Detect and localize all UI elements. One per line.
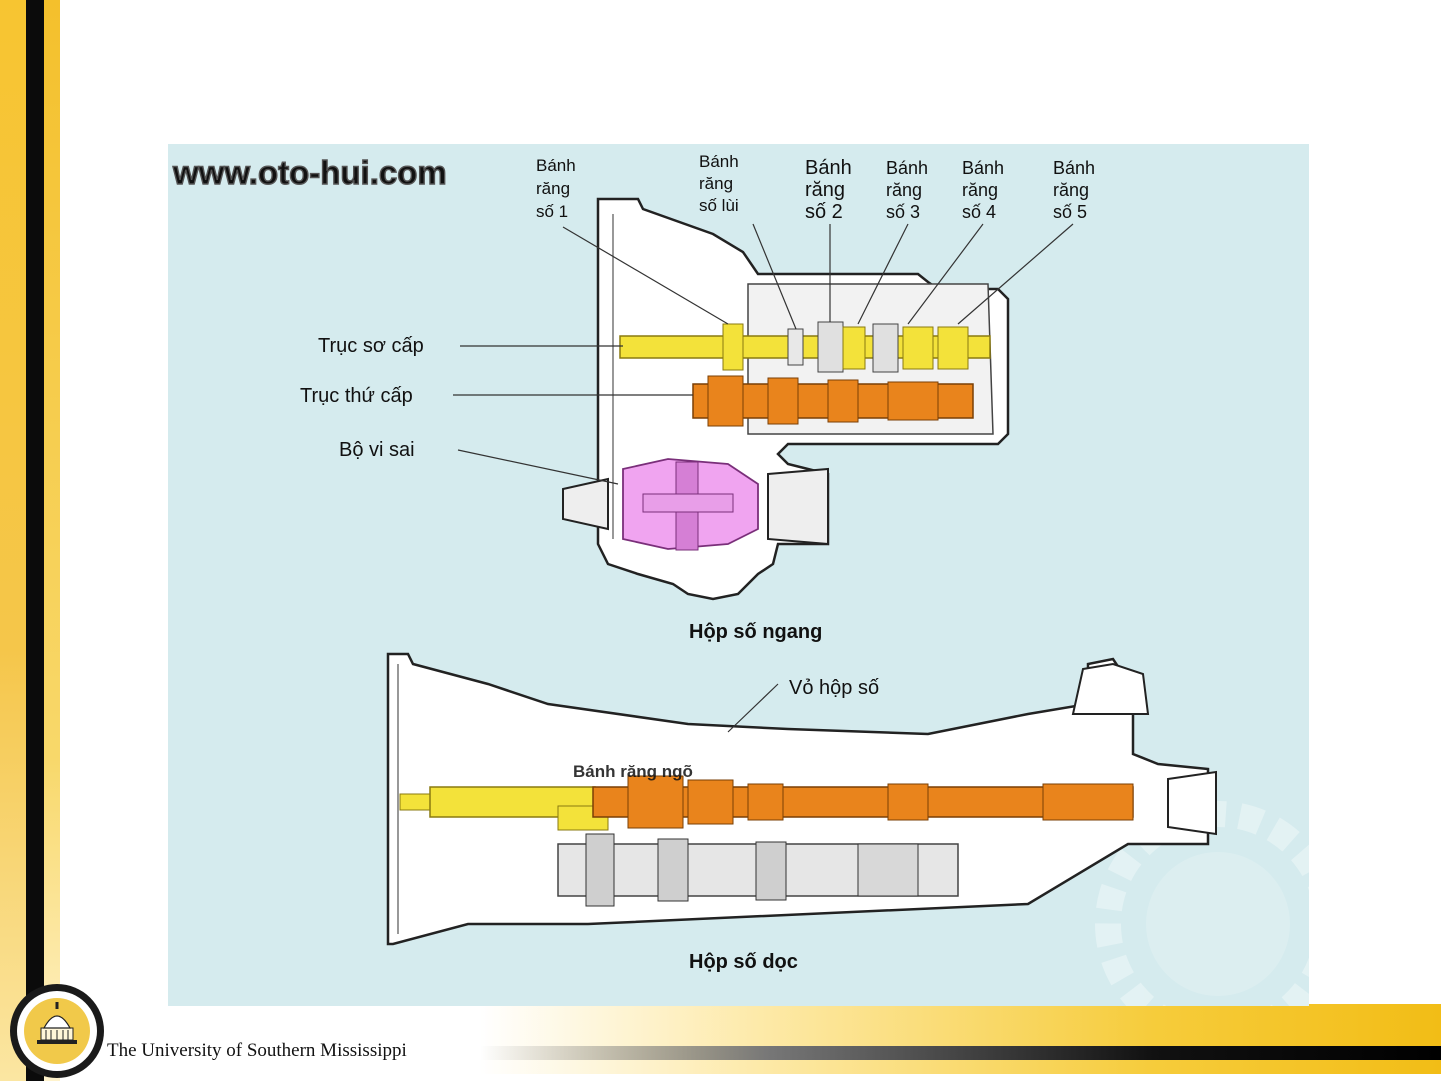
svg-text:số 1: số 1 [536, 202, 568, 221]
svg-text:số 2: số 2 [805, 201, 843, 223]
svg-text:số 5: số 5 [1053, 202, 1087, 222]
left-bar-black [26, 0, 44, 1081]
university-name: The University of Southern Mississippi [107, 1040, 407, 1062]
svg-text:Bánh: Bánh [1053, 158, 1095, 178]
svg-text:số lùi: số lùi [699, 196, 739, 215]
differential-label: Bộ vi sai [339, 439, 415, 461]
university-seal-logo [8, 982, 106, 1080]
svg-text:Bánh: Bánh [699, 152, 739, 171]
svg-text:răng: răng [1053, 180, 1089, 200]
transverse-caption: Hộp số ngang [689, 621, 822, 643]
left-bar-yellow [0, 0, 26, 1081]
secondary-shaft-label: Trục thứ cấp [300, 385, 413, 407]
housing-label: Vỏ hộp số [789, 677, 879, 699]
svg-text:Bánh: Bánh [962, 158, 1004, 178]
svg-text:răng: răng [962, 180, 998, 200]
svg-text:Bánh: Bánh [886, 158, 928, 178]
svg-text:Bánh: Bánh [805, 157, 852, 179]
bottom-black-bar [480, 1046, 1441, 1060]
transmission-diagram: www.oto-hui.com Bánh răng số 1 Bánh răng… [168, 144, 1309, 1006]
watermark-text: www.oto-hui.com [172, 154, 447, 191]
svg-text:Bánh: Bánh [536, 156, 576, 175]
left-bar-gold [44, 0, 60, 1081]
svg-text:răng: răng [536, 179, 570, 198]
hidden-gear-label: Bánh răng ngõ [573, 762, 693, 781]
svg-text:răng: răng [886, 180, 922, 200]
primary-shaft-label: Trục sơ cấp [318, 335, 424, 357]
svg-text:răng: răng [805, 179, 845, 201]
bottom-gold-bar [480, 1004, 1441, 1074]
svg-text:số 3: số 3 [886, 202, 920, 222]
gear-label-reverse: Bánh răng số lùi [699, 152, 739, 215]
longitudinal-caption: Hộp số dọc [689, 951, 798, 973]
secondary-shaft [693, 376, 973, 426]
differential [623, 459, 758, 550]
svg-text:số 4: số 4 [962, 202, 996, 222]
svg-text:răng: răng [699, 174, 733, 193]
